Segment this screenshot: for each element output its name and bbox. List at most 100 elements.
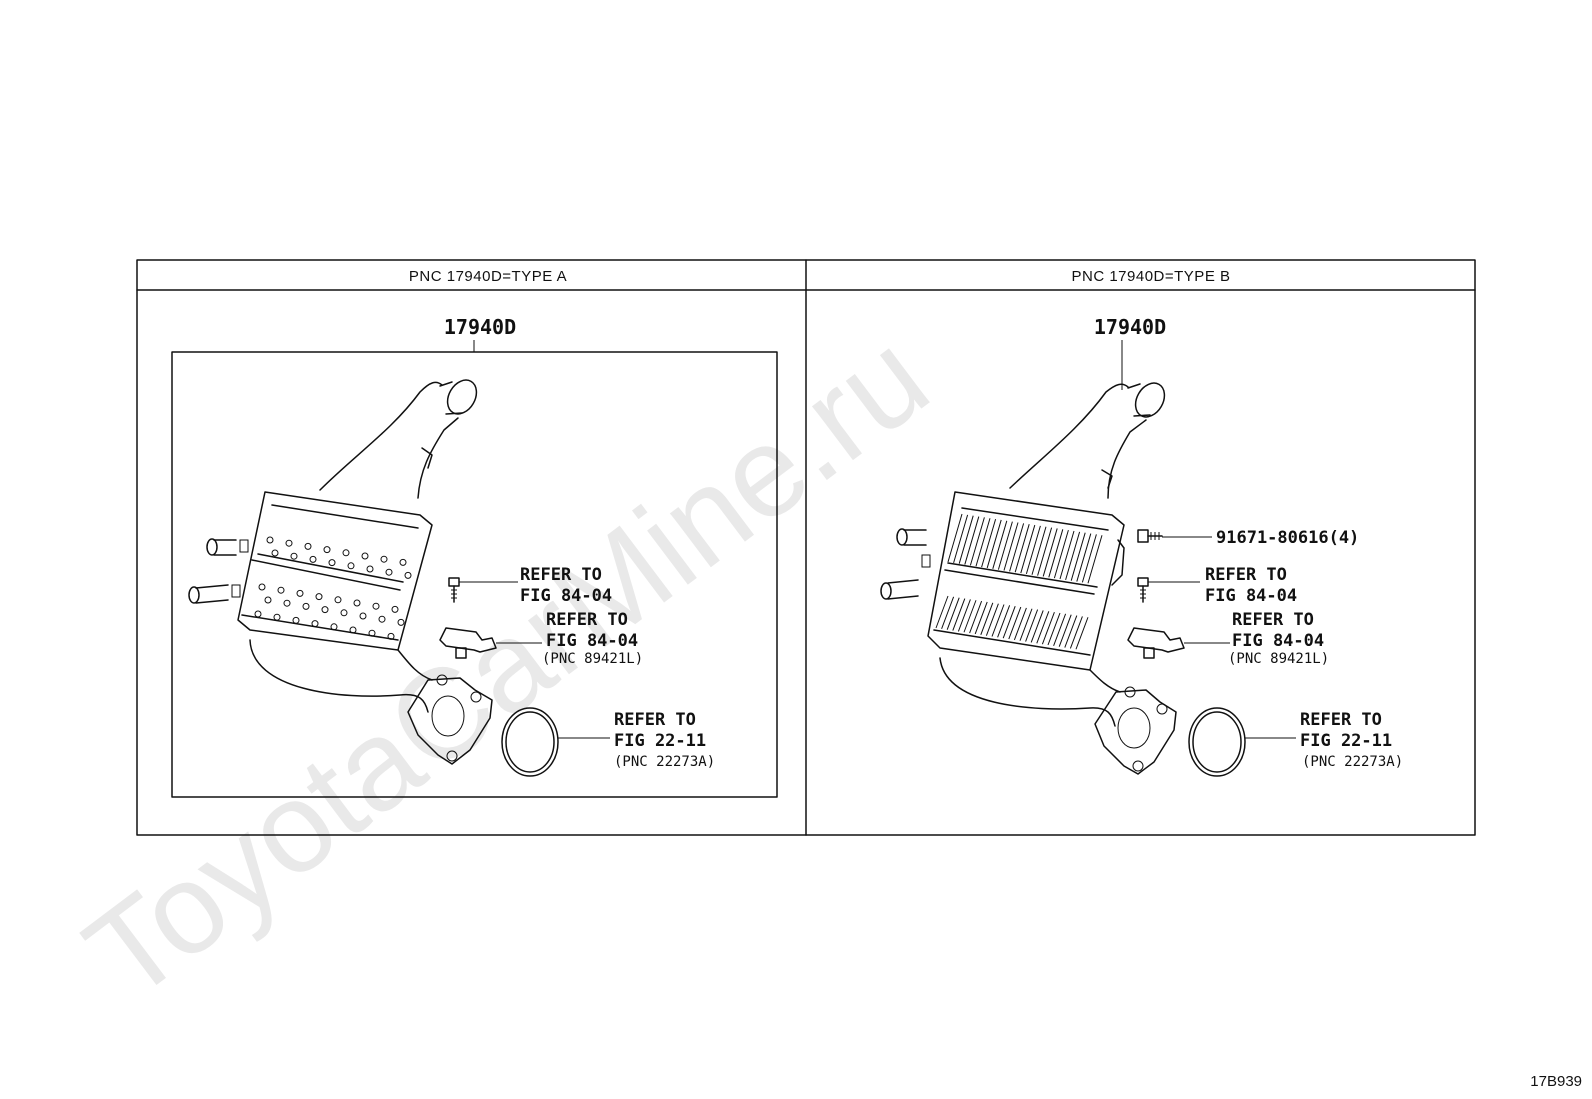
core-fin xyxy=(1008,606,1022,640)
core-fin xyxy=(992,520,1008,569)
panel-b-sensor-ref: REFER TO FIG 84-04 xyxy=(1205,565,1297,606)
core-fin xyxy=(1087,535,1103,584)
core-fin xyxy=(1053,613,1067,647)
core-dot xyxy=(387,632,395,640)
core-dot xyxy=(309,555,317,563)
core-fin xyxy=(1058,614,1072,647)
core-fin xyxy=(1069,616,1083,649)
core-fin xyxy=(1053,530,1069,579)
core-fin xyxy=(1042,528,1058,577)
panel-b-gasket xyxy=(1188,707,1246,777)
core-fin xyxy=(1013,607,1027,641)
svg-text:FIG 84-04: FIG 84-04 xyxy=(520,586,612,606)
core-fin xyxy=(1009,523,1025,572)
core-dot xyxy=(397,618,405,626)
intercooler-type-a-drawing xyxy=(188,379,493,765)
core-fin xyxy=(964,516,980,565)
core-fin xyxy=(1081,534,1097,583)
core-dot xyxy=(361,552,369,560)
core-fin xyxy=(1014,524,1030,573)
core-dot xyxy=(378,615,386,623)
core-fin xyxy=(1065,531,1081,580)
core-fin xyxy=(947,513,963,563)
core-fin xyxy=(991,604,1005,637)
panel-a-sensor-bolt xyxy=(448,577,518,603)
panel-b-sensor-bolt xyxy=(1137,577,1200,603)
core-dot-pattern xyxy=(254,536,412,640)
core-fin xyxy=(958,515,974,564)
core-dot xyxy=(349,626,357,634)
core-fin xyxy=(935,595,949,629)
core-fin xyxy=(1030,610,1044,643)
watermark: ToyotaCarMine.ru xyxy=(61,305,954,1027)
core-dot xyxy=(283,599,291,607)
core-fin xyxy=(1047,612,1061,646)
core-fin xyxy=(957,599,971,632)
core-dot xyxy=(342,549,350,557)
svg-text:REFER TO: REFER TO xyxy=(1205,565,1287,585)
core-dot xyxy=(290,552,298,560)
diagram-table xyxy=(136,259,1476,836)
core-dot xyxy=(271,549,279,557)
core-dot xyxy=(292,616,300,624)
svg-text:REFER TO: REFER TO xyxy=(520,565,602,585)
core-dot xyxy=(330,623,338,631)
panel-b-bolt xyxy=(1137,529,1212,543)
core-dot xyxy=(321,606,329,614)
core-fin xyxy=(986,519,1002,569)
panel-b: 17940D xyxy=(880,315,1403,777)
panel-a-map-ref: REFER TO FIG 84-04 (PNC 89421L) xyxy=(542,610,643,667)
core-fin xyxy=(985,603,999,636)
core-dot xyxy=(304,542,312,550)
core-fin xyxy=(997,521,1013,570)
core-fin xyxy=(1064,615,1078,648)
panel-a-map-sensor xyxy=(439,627,542,659)
core-dot xyxy=(340,609,348,617)
panel-a-part-number: 17940D xyxy=(444,315,516,339)
core-dot xyxy=(353,599,361,607)
panel-a-gasket-ref: REFER TO FIG 22-11 (PNC 22273A) xyxy=(614,710,715,770)
core-fin xyxy=(1031,526,1047,575)
svg-text:FIG 84-04: FIG 84-04 xyxy=(1205,586,1297,606)
core-dot xyxy=(399,558,407,566)
core-dot xyxy=(380,555,388,563)
panel-b-bolt-part-number: 91671-80616(4) xyxy=(1216,528,1359,548)
core-fin xyxy=(969,517,985,566)
core-fin xyxy=(1070,532,1086,581)
panel-a-gasket xyxy=(501,707,559,777)
panel-b-map-sensor xyxy=(1127,627,1230,659)
core-dot xyxy=(258,583,266,591)
core-fin xyxy=(1036,611,1050,644)
core-fin xyxy=(946,597,960,630)
core-fin xyxy=(1075,617,1089,650)
intercooler-type-b-drawing xyxy=(880,382,1177,775)
core-dot xyxy=(323,546,331,554)
core-fin xyxy=(1020,524,1036,574)
core-fin xyxy=(980,602,994,635)
core-dot xyxy=(315,593,323,601)
core-dot xyxy=(359,612,367,620)
core-fin xyxy=(1041,611,1055,645)
panel-a-sensor-ref: REFER TO FIG 84-04 xyxy=(520,565,612,606)
core-dot xyxy=(277,586,285,594)
core-fin xyxy=(1037,527,1053,576)
core-dot xyxy=(368,629,376,637)
svg-text:(PNC 22273A): (PNC 22273A) xyxy=(614,754,715,770)
core-fin xyxy=(1025,525,1041,575)
core-dot xyxy=(273,613,281,621)
svg-text:REFER TO: REFER TO xyxy=(614,710,696,730)
core-dot xyxy=(296,589,304,597)
panel-a-assembly-box xyxy=(171,351,778,798)
panel-b-gasket-ref: REFER TO FIG 22-11 (PNC 22273A) xyxy=(1300,710,1403,770)
svg-text:REFER TO: REFER TO xyxy=(546,610,628,630)
core-fin xyxy=(975,518,991,567)
core-dot xyxy=(328,559,336,567)
core-fin xyxy=(969,600,983,634)
core-dot xyxy=(311,620,319,628)
panel-b-header: PNC 17940D=TYPE B xyxy=(1072,268,1231,285)
svg-text:FIG 84-04: FIG 84-04 xyxy=(546,631,638,651)
svg-text:FIG 22-11: FIG 22-11 xyxy=(614,731,706,751)
core-dot xyxy=(385,568,393,576)
core-fin xyxy=(1002,606,1016,639)
